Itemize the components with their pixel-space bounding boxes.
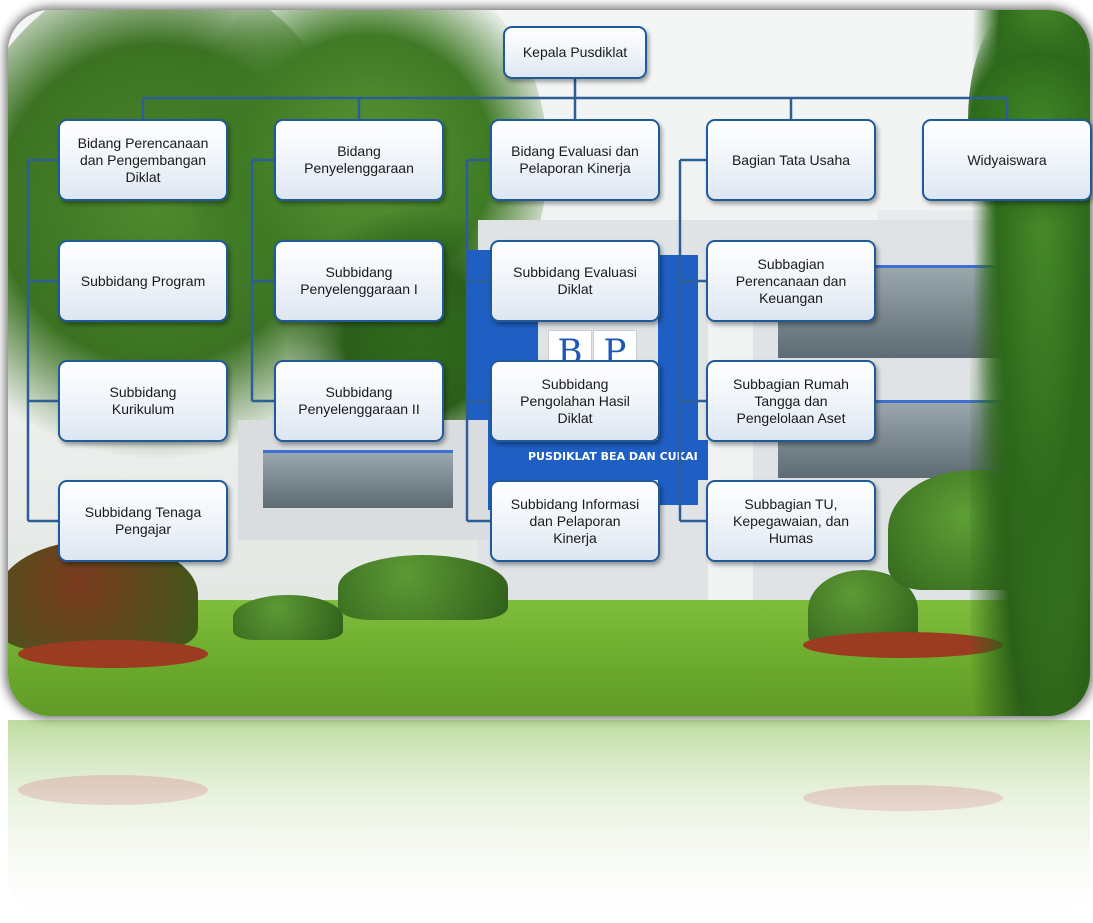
node-subbagian-rumah-tangga: Subbagian Rumah Tangga dan Pengelolaan A…: [706, 360, 876, 442]
node-bidang-evaluasi: Bidang Evaluasi dan Pelaporan Kinerja: [490, 119, 660, 201]
node-subbidang-pengolahan-hasil: Subbidang Pengolahan Hasil Diklat: [490, 360, 660, 442]
node-subbidang-informasi: Subbidang Informasi dan Pelaporan Kinerj…: [490, 480, 660, 562]
shrub: [233, 595, 343, 640]
node-kepala-pusdiklat: Kepala Pusdiklat: [503, 26, 647, 79]
node-bagian-tata-usaha: Bagian Tata Usaha: [706, 119, 876, 201]
building-sign: PUSDIKLAT BEA DAN CUKAI: [528, 450, 698, 463]
building-column: [708, 310, 753, 610]
node-subbagian-perencanaan: Subbagian Perencanaan dan Keuangan: [706, 240, 876, 322]
node-subbagian-tu: Subbagian TU, Kepegawaian, dan Humas: [706, 480, 876, 562]
node-subbidang-evaluasi-diklat: Subbidang Evaluasi Diklat: [490, 240, 660, 322]
node-bidang-penyelenggaraan: Bidang Penyelenggaraan: [274, 119, 444, 201]
building-sign-band: [478, 440, 748, 480]
node-subbidang-penyelenggaraan-1: Subbidang Penyelenggaraan I: [274, 240, 444, 322]
node-widyaiswara: Widyaiswara: [922, 119, 1092, 201]
photo-reflection: [8, 720, 1090, 920]
building-window: [263, 450, 453, 508]
node-bidang-perencanaan: Bidang Perencanaan dan Pengembangan Dikl…: [58, 119, 228, 201]
node-subbidang-program: Subbidang Program: [58, 240, 228, 322]
mulch-bed: [18, 640, 208, 668]
node-subbidang-tenaga-pengajar: Subbidang Tenaga Pengajar: [58, 480, 228, 562]
mulch-bed: [803, 632, 1003, 658]
shrub: [338, 555, 508, 620]
node-subbidang-kurikulum: Subbidang Kurikulum: [58, 360, 228, 442]
node-subbidang-penyelenggaraan-2: Subbidang Penyelenggaraan II: [274, 360, 444, 442]
